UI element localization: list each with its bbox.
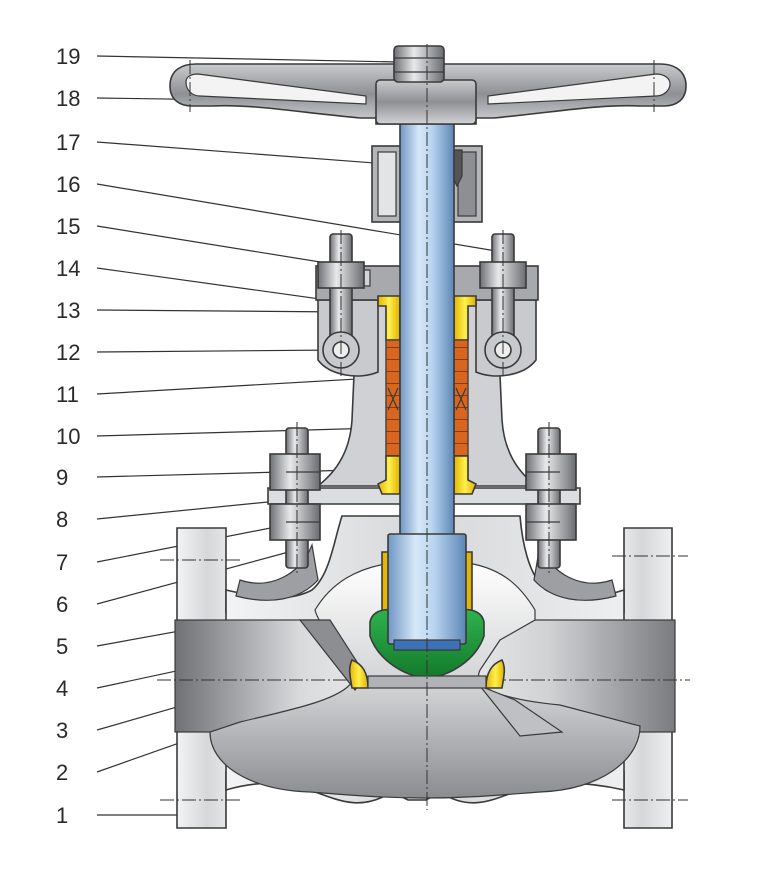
callout-17: 17 (56, 130, 80, 155)
callout-13: 13 (56, 298, 80, 323)
leader-19 (96, 55, 399, 63)
callout-10: 10 (56, 424, 80, 449)
callout-12: 12 (56, 340, 80, 365)
callout-19: 19 (56, 44, 80, 69)
callout-6: 6 (56, 592, 68, 617)
leader-11 (96, 376, 393, 395)
gland-eye-bolts (317, 233, 527, 369)
callout-18: 18 (56, 86, 80, 111)
leader-10 (96, 427, 379, 437)
callout-2: 2 (56, 760, 68, 785)
bonnet-bolts (269, 427, 577, 569)
leader-12 (96, 349, 341, 353)
leader-13 (96, 309, 347, 313)
handwheel (169, 45, 687, 125)
callout-15: 15 (56, 214, 80, 239)
packing-seat (376, 455, 478, 495)
callout-numbers: 1 2 3 4 5 6 7 8 9 10 11 12 13 14 15 16 1… (56, 44, 80, 828)
callout-8: 8 (56, 507, 68, 532)
callout-7: 7 (56, 550, 68, 575)
callout-3: 3 (56, 718, 68, 743)
callout-1: 1 (56, 803, 68, 828)
callout-9: 9 (56, 465, 68, 490)
callout-4: 4 (56, 676, 68, 701)
callout-11: 11 (56, 382, 79, 407)
callout-5: 5 (56, 634, 68, 659)
leader-17 (96, 141, 389, 165)
callout-14: 14 (56, 256, 80, 281)
callout-16: 16 (56, 172, 80, 197)
